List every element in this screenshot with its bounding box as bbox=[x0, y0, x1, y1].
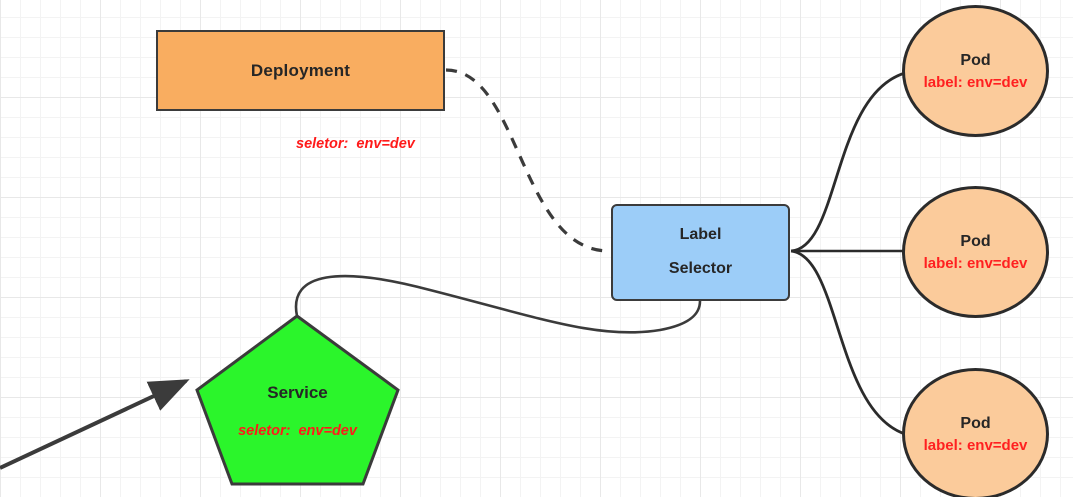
node-label-selector-line2: Selector bbox=[668, 260, 733, 277]
node-pod-2[interactable]: Pod label: env=dev bbox=[902, 186, 1049, 318]
pentagon-shape bbox=[195, 314, 400, 486]
node-pod-1-selector-label: label: env=dev bbox=[923, 73, 1028, 91]
node-pod-3-selector-label: label: env=dev bbox=[923, 436, 1028, 454]
node-pod-1[interactable]: Pod label: env=dev bbox=[902, 5, 1049, 137]
node-label-selector-line1: Label bbox=[679, 226, 722, 244]
node-pod-3[interactable]: Pod label: env=dev bbox=[902, 368, 1049, 497]
node-pod-3-label: Pod bbox=[960, 414, 991, 432]
edge-label-selector-to-pod-1 bbox=[790, 71, 906, 253]
node-service-label: Service bbox=[267, 383, 328, 402]
node-pod-2-selector-label: label: env=dev bbox=[923, 254, 1028, 272]
node-pod-2-label: Pod bbox=[960, 232, 991, 250]
node-deployment-label: Deployment bbox=[250, 60, 351, 80]
edge-external-to-service bbox=[0, 379, 190, 470]
node-service[interactable]: Service seletor: env=dev bbox=[195, 314, 400, 486]
node-deployment[interactable]: Deployment bbox=[156, 30, 445, 111]
node-service-selector: seletor: env=dev bbox=[238, 423, 357, 439]
deployment-selector-caption: seletor: env=dev bbox=[296, 136, 415, 152]
edge-deployment-to-label-selector bbox=[445, 68, 610, 253]
node-pod-1-label: Pod bbox=[960, 51, 991, 69]
edge-label-selector-to-pod-3 bbox=[790, 249, 906, 436]
node-label-selector[interactable]: Label Selector bbox=[611, 204, 790, 301]
